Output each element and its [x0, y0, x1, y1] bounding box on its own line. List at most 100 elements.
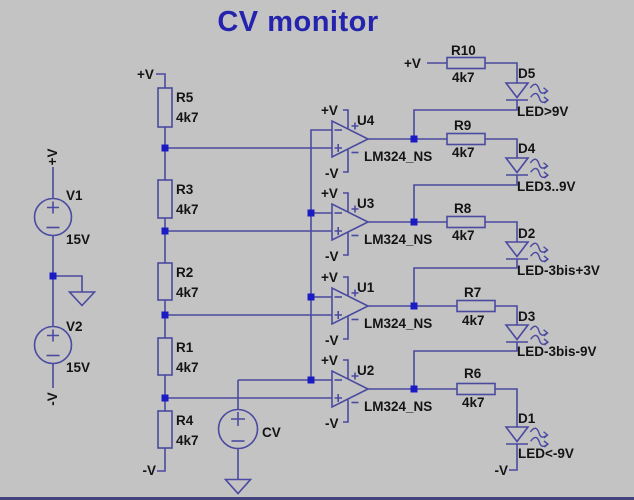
u2-part-label: LM324_NS	[364, 399, 432, 414]
d1-led-label: LED<-9V	[518, 446, 574, 461]
v1-value-label: 15V	[66, 232, 90, 247]
r6-value-label: 4k7	[462, 395, 485, 410]
cv-source: CV	[217, 408, 281, 495]
r4-value-label: 4k7	[176, 433, 199, 448]
u2-ref-label: U2	[357, 363, 374, 378]
junction-dot	[410, 218, 418, 226]
u4-vminus-label: -V	[325, 166, 339, 181]
diode-d3	[504, 324, 530, 343]
d1-ref-label: D1	[518, 411, 536, 426]
wires	[52, 62, 518, 480]
left-rail-vplus-label: +V	[45, 149, 60, 166]
d1-vminus-label: -V	[495, 463, 509, 478]
r8-value-label: 4k7	[452, 228, 475, 243]
resistor-ladder: +V R5 4k7 R3 4k7 R2 4k7 R1 4k7 R4 4k7 -V	[137, 67, 199, 478]
v2-value-label: 15V	[66, 360, 90, 375]
r5-value-label: 4k7	[176, 110, 199, 125]
opamp-u2: +V -V U2 LM324_NS	[321, 353, 432, 431]
resistor-r5: R5 4k7	[157, 87, 199, 128]
led-arrows-icon	[527, 241, 551, 264]
bottom-border	[0, 497, 634, 500]
r3-ref-label: R3	[176, 182, 194, 197]
u1-part-label: LM324_NS	[364, 316, 432, 331]
led-arrows-icon	[527, 82, 551, 105]
noninverting-input-mark	[334, 227, 342, 235]
u3-vplus-label: +V	[321, 186, 338, 201]
output-channel-d4: R9 4k7 D4 LED3..9V	[446, 118, 576, 194]
r9-value-label: 4k7	[452, 145, 475, 160]
led-arrows-icon	[527, 324, 551, 347]
u3-vminus-label: -V	[325, 249, 339, 264]
left-rail-vminus-label: -V	[45, 392, 60, 406]
led-arrows-icon	[527, 157, 551, 180]
noninverting-input-mark	[334, 394, 342, 402]
output-channel-d1: R6 4k7 D1 LED<-9V -V	[456, 366, 574, 478]
led-arrows-icon	[527, 426, 551, 449]
junction-dot	[161, 394, 169, 402]
r7-ref-label: R7	[464, 285, 481, 300]
r8-ref-label: R8	[454, 201, 472, 216]
opamp-u1: +V -V U1 LM324_NS	[321, 270, 432, 348]
diode-d5	[504, 82, 530, 101]
left-supply-branch: +V V1 15V V2 15V -V	[33, 149, 97, 406]
junction-dot	[307, 376, 315, 384]
r7-value-label: 4k7	[462, 313, 485, 328]
junction-dot	[49, 272, 57, 280]
resistor-r2: R2 4k7	[157, 262, 199, 301]
d2-led-label: LED-3bis+3V	[517, 263, 600, 278]
output-channel-d5: +V R10 4k7 D5 LED>9V	[404, 43, 568, 119]
r6-ref-label: R6	[464, 366, 482, 381]
resistor-r4: R4 4k7	[157, 410, 199, 449]
d5-led-label: LED>9V	[517, 104, 568, 119]
u3-ref-label: U3	[357, 196, 375, 211]
u2-vplus-label: +V	[321, 353, 338, 368]
resistor-r8	[446, 215, 486, 229]
noninverting-input-mark	[334, 144, 342, 152]
r10-ref-label: R10	[451, 43, 476, 58]
plus-mark	[47, 329, 59, 342]
r3-value-label: 4k7	[176, 202, 199, 217]
r5-ref-label: R5	[176, 90, 194, 105]
junction-dot	[161, 144, 169, 152]
u3-part-label: LM324_NS	[364, 232, 432, 247]
d3-led-label: LED-3bis-9V	[517, 344, 597, 359]
junction-dot	[410, 135, 418, 143]
r10-value-label: 4k7	[452, 70, 475, 85]
r1-ref-label: R1	[176, 340, 194, 355]
resistor-r6	[456, 382, 496, 396]
d3-ref-label: D3	[518, 309, 536, 324]
junction-dot	[307, 293, 315, 301]
resistor-r1: R1 4k7	[157, 337, 199, 376]
voltage-source-v1: V1 15V	[33, 188, 90, 247]
r10-vplus-label: +V	[404, 56, 421, 71]
d4-ref-label: D4	[518, 141, 536, 156]
ground-symbol-cv	[223, 478, 253, 495]
output-channel-d3: R7 4k7 D3 LED-3bis-9V	[456, 285, 597, 359]
junction-dot	[307, 209, 315, 217]
resistor-r3: R3 4k7	[157, 179, 199, 219]
diode-d1	[504, 426, 530, 445]
junction-dot	[410, 385, 418, 393]
ground-symbol-left	[67, 291, 97, 307]
u4-vplus-label: +V	[321, 103, 338, 118]
resistor-r7	[456, 299, 496, 313]
ladder-vminus-label: -V	[143, 463, 157, 478]
junction-dot	[410, 302, 418, 310]
opamp-u3: +V -V U3 LM324_NS	[321, 186, 432, 264]
ladder-vplus-label: +V	[137, 67, 154, 82]
junction-dot	[161, 227, 169, 235]
u1-ref-label: U1	[357, 280, 375, 295]
d4-led-label: LED3..9V	[517, 179, 576, 194]
v2-ref-label: V2	[66, 319, 83, 334]
output-channel-d2: R8 4k7 D2 LED-3bis+3V	[446, 201, 600, 278]
vplus-pin-mark	[351, 372, 359, 380]
r2-value-label: 4k7	[176, 285, 199, 300]
junction-dot	[161, 311, 169, 319]
r9-ref-label: R9	[454, 118, 471, 133]
d5-ref-label: D5	[518, 66, 536, 81]
u4-ref-label: U4	[357, 113, 375, 128]
voltage-source-v2: V2 15V	[33, 319, 90, 375]
v1-ref-label: V1	[66, 188, 83, 203]
